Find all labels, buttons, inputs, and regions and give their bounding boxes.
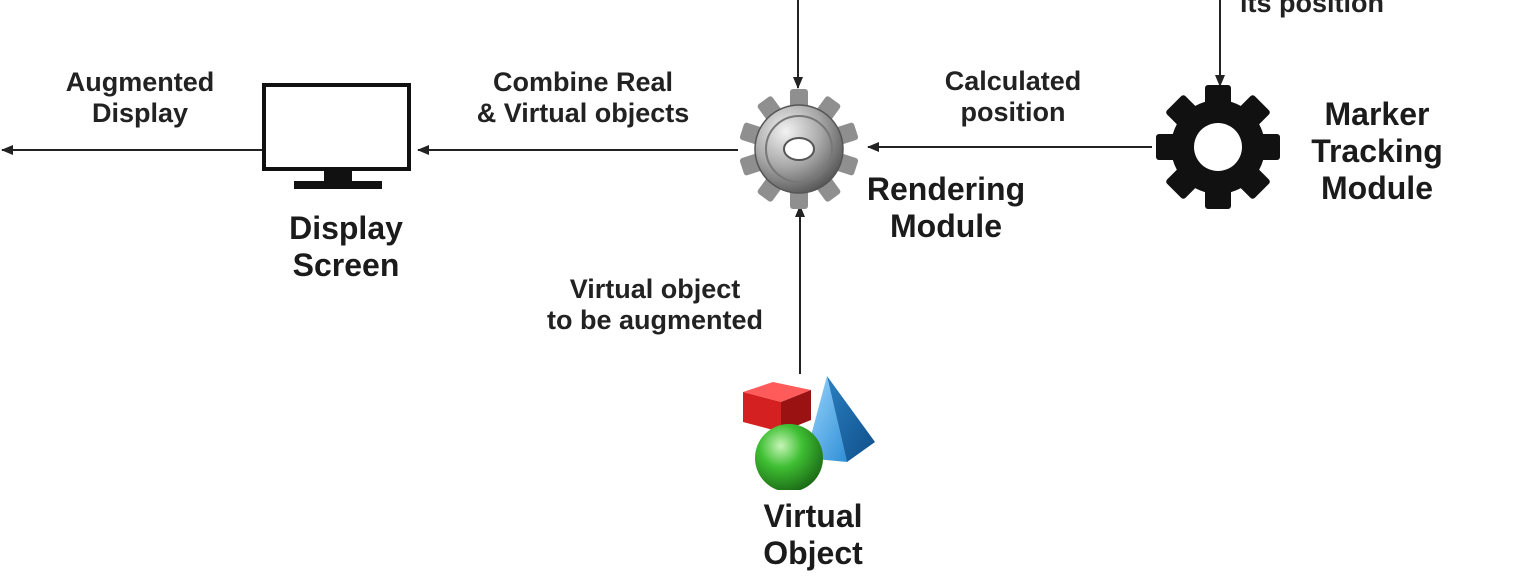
edge-label-calculated-position: Calculated position <box>908 66 1118 129</box>
node-label-line: Tracking <box>1311 133 1443 170</box>
edge-label-line: Calculated <box>944 66 1082 96</box>
node-label-line: Object <box>763 535 863 572</box>
node-label-marker-tracking-module: Marker Tracking Module <box>1292 96 1462 207</box>
edge-label-virtual-object-to-augment: Virtual object to be augmented <box>505 274 805 337</box>
edge-label-line: Combine Real <box>492 67 674 97</box>
edge-label-line: Virtual object <box>569 274 741 304</box>
monitor-icon <box>262 83 411 189</box>
node-label-line: Module <box>890 208 1002 245</box>
node-label-line: Screen <box>292 247 400 284</box>
edge-label-line: position <box>960 97 1066 128</box>
edge-label-its-position: its position <box>1240 0 1384 18</box>
edge-label-line: to be augmented <box>546 305 763 336</box>
edge-label-line: Display <box>91 98 189 129</box>
node-label-line: Display <box>289 210 403 246</box>
silver-gear-icon <box>739 89 859 209</box>
node-label-virtual-object: Virtual Object <box>738 498 888 572</box>
3d-shapes-icon <box>743 376 875 490</box>
edge-label-line: & Virtual objects <box>476 98 690 129</box>
edge-label-augmented-display: Augmented Display <box>40 67 240 130</box>
black-gear-icon <box>1156 85 1280 209</box>
edge-label-line: Augmented <box>65 67 215 97</box>
edge-label-combine-real-virtual: Combine Real & Virtual objects <box>438 67 728 130</box>
node-label-display-screen: Display Screen <box>266 210 426 284</box>
node-label-line: Rendering <box>866 171 1026 207</box>
node-label-line: Virtual <box>763 498 863 534</box>
node-label-line: Marker <box>1324 96 1430 132</box>
node-label-line: Module <box>1321 170 1433 207</box>
node-label-rendering-module: Rendering Module <box>846 171 1046 245</box>
